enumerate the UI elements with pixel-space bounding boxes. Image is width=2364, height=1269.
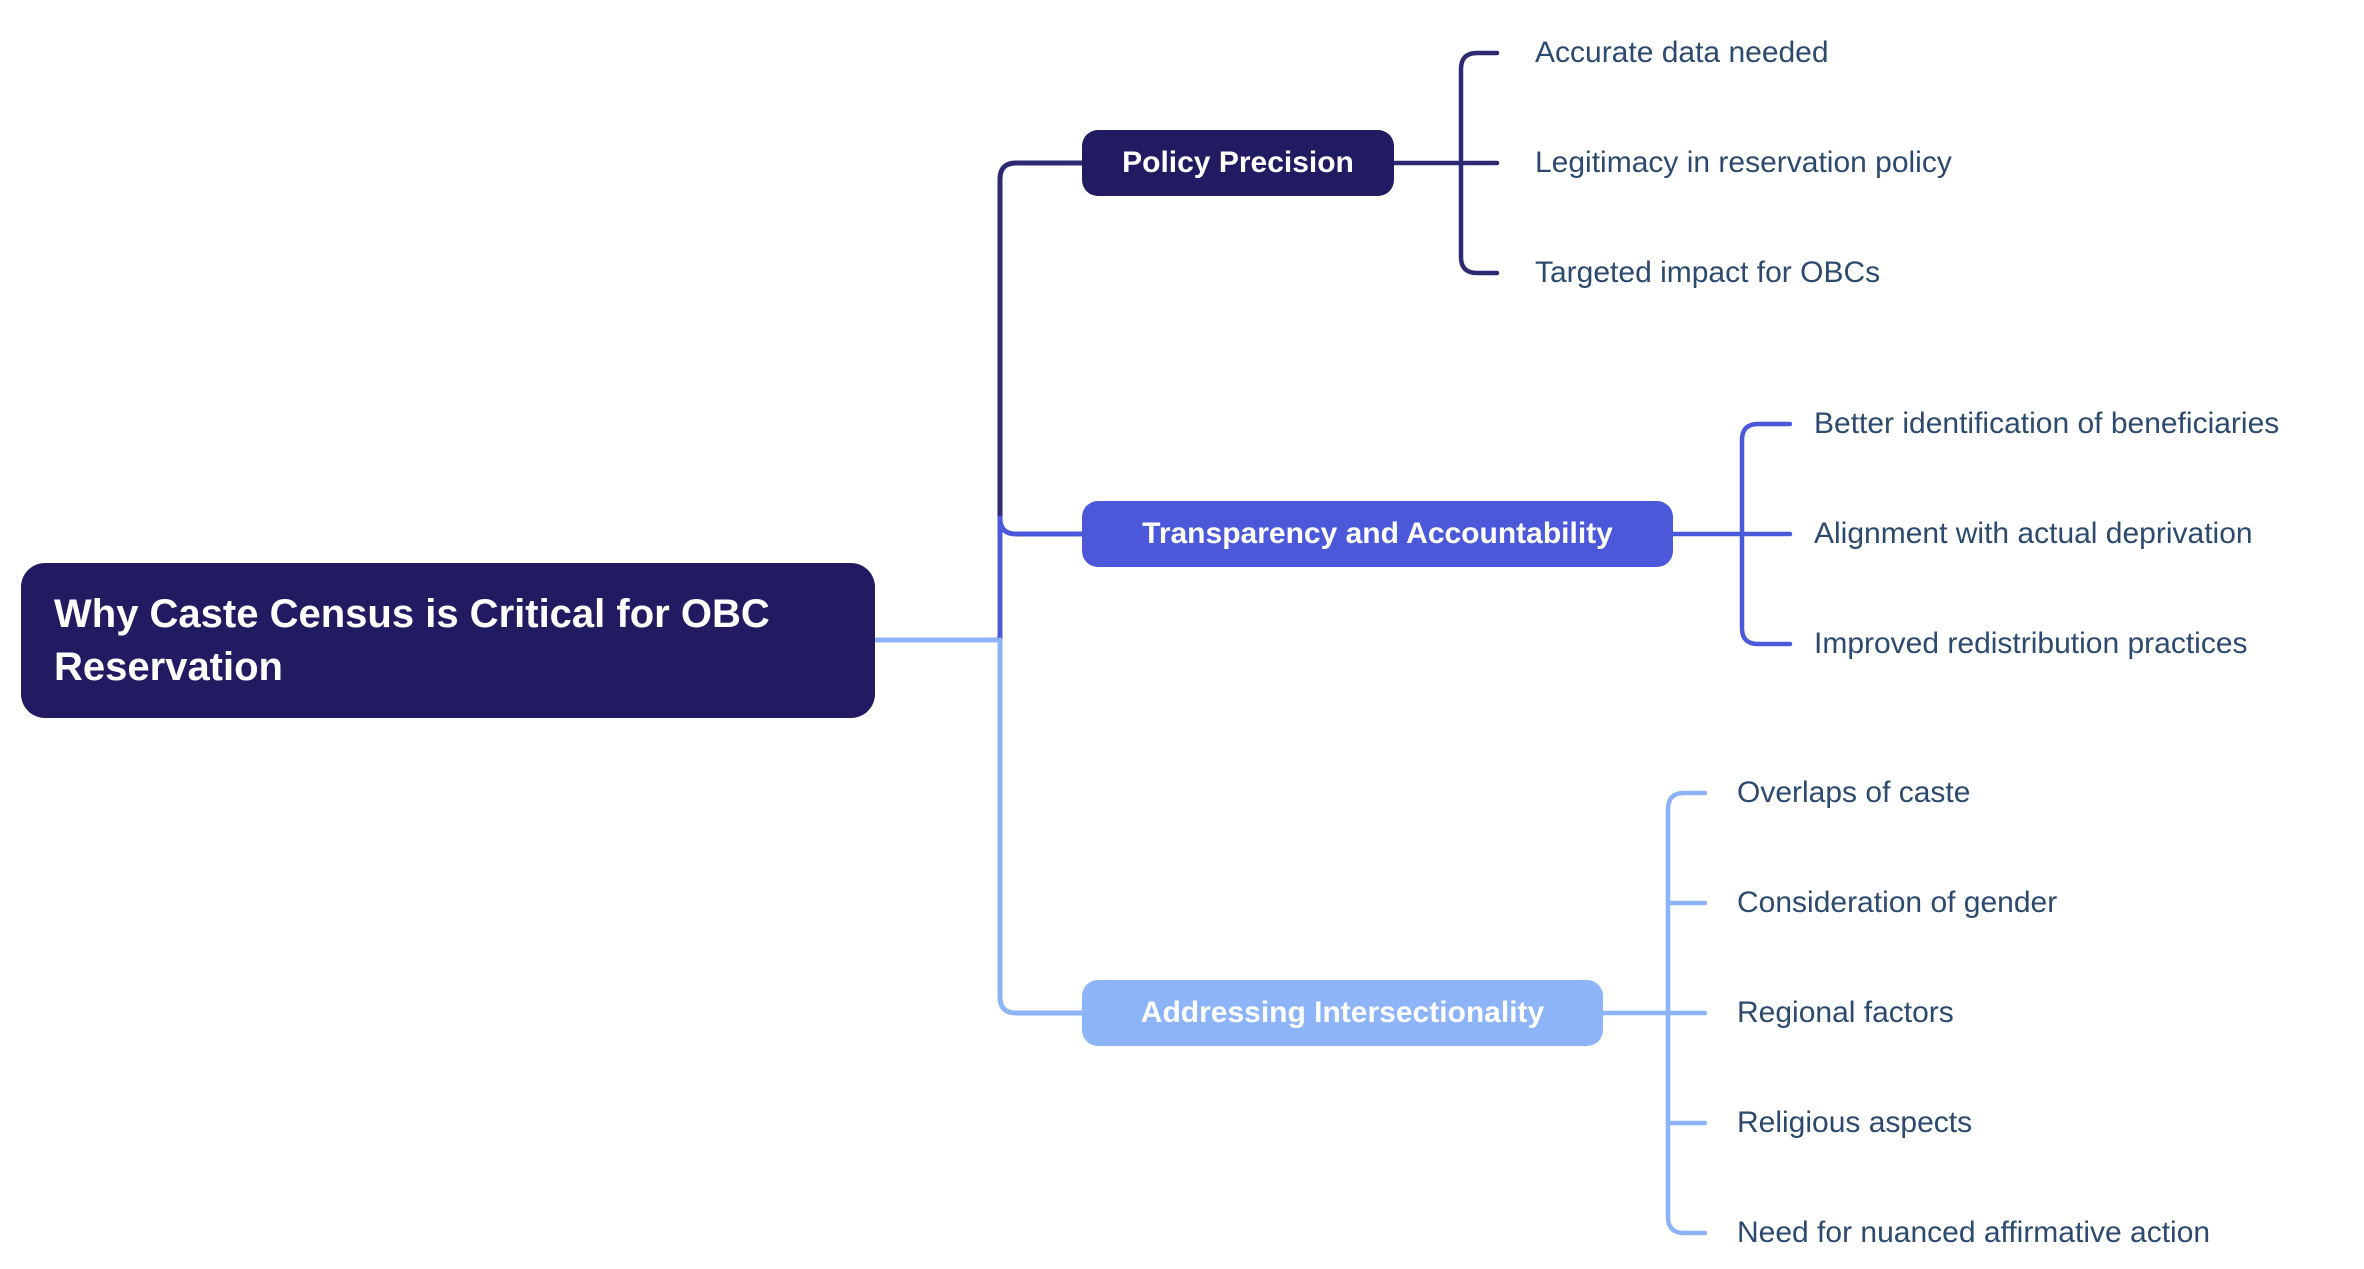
leaf-node[interactable]: Legitimacy in reservation policy xyxy=(1535,146,1952,179)
connector-trunk-intersectionality xyxy=(997,637,1085,1016)
leaf-node[interactable]: Better identification of beneficiaries xyxy=(1814,407,2280,440)
branch-node-transparency-accountability[interactable]: Transparency and Accountability xyxy=(1082,501,1673,567)
leaf-node[interactable]: Regional factors xyxy=(1737,996,1954,1029)
branch-label: Policy Precision xyxy=(1122,146,1354,179)
root-node[interactable]: Why Caste Census is Critical for OBC Res… xyxy=(21,563,875,718)
connector-transparency-bracket2 xyxy=(1739,421,1793,647)
connector-policy-bracket xyxy=(1458,50,1500,276)
leaf-node[interactable]: Consideration of gender xyxy=(1737,886,2058,919)
leaf-node[interactable]: Accurate data needed xyxy=(1535,36,1829,69)
branch-node-policy-precision[interactable]: Policy Precision xyxy=(1082,130,1394,196)
leaf-node[interactable]: Targeted impact for OBCs xyxy=(1535,256,1881,289)
branch-label: Transparency and Accountability xyxy=(1142,517,1613,550)
leaf-node[interactable]: Alignment with actual deprivation xyxy=(1814,517,2253,550)
connector-trunk-policy xyxy=(997,160,1085,521)
connector-intersectionality-bracket xyxy=(1665,790,1708,1236)
branch-label: Addressing Intersectionality xyxy=(1140,996,1545,1029)
leaf-node[interactable]: Overlaps of caste xyxy=(1737,776,1971,809)
root-node-label: Why Caste Census is Critical for OBC Res… xyxy=(54,591,770,689)
leaf-node[interactable]: Need for nuanced affirmative action xyxy=(1737,1216,2211,1249)
leaf-node[interactable]: Improved redistribution practices xyxy=(1814,627,2248,660)
connector-trunk-transparency-elbow xyxy=(997,515,1085,537)
leaf-node[interactable]: Religious aspects xyxy=(1737,1106,1973,1139)
branch-node-addressing-intersectionality[interactable]: Addressing Intersectionality xyxy=(1082,980,1603,1046)
